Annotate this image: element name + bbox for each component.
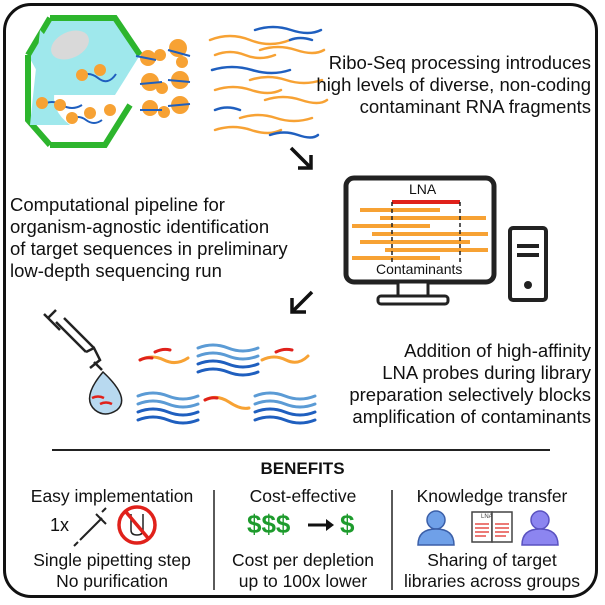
computer-illustration xyxy=(343,175,548,306)
benefit-line: Sharing of target xyxy=(427,550,557,570)
top-caption: Ribo-Seq processing introduces high leve… xyxy=(301,52,591,118)
benefit-heading-easy: Easy implementation xyxy=(30,486,194,506)
benefit-heading-knowledge: Knowledge transfer xyxy=(416,486,568,506)
top-caption-line: Ribo-Seq processing introduces xyxy=(328,52,591,73)
middle-caption-line: of target sequences in preliminary xyxy=(10,238,288,259)
benefit-line: Cost per depletion xyxy=(231,550,375,570)
person-icon-left xyxy=(417,510,455,546)
no-purification-icon xyxy=(117,505,157,545)
ribosome-cluster xyxy=(140,39,189,118)
rna-fragments-top xyxy=(208,25,329,139)
bottom-caption: Addition of high-affinity LNA probes dur… xyxy=(301,340,591,428)
lna-label: LNA xyxy=(409,181,437,197)
bottom-caption-line: preparation selectively blocks xyxy=(349,384,591,405)
top-caption-line: contaminant RNA fragments xyxy=(359,96,591,117)
benefits-title: BENEFITS xyxy=(260,459,345,478)
pipette-illustration xyxy=(43,309,103,371)
benefit-line: No purification xyxy=(56,571,168,591)
middle-caption: Computational pipeline for organism-agno… xyxy=(10,194,310,282)
dollar-to: $ xyxy=(340,509,355,539)
arrow-down-right xyxy=(289,146,313,170)
benefit-lines-knowledge: Sharing of target libraries across group… xyxy=(392,550,592,592)
dollar-from: $$$ xyxy=(247,509,291,539)
small-pipette-icon xyxy=(73,507,107,547)
person-icon-right xyxy=(521,510,559,546)
top-caption-line: high levels of diverse, non-coding xyxy=(316,74,591,95)
arrow-down-left xyxy=(290,290,314,314)
middle-caption-line: Computational pipeline for xyxy=(10,194,225,215)
contaminants-label: Contaminants xyxy=(376,261,463,277)
bottom-caption-line: amplification of contaminants xyxy=(352,406,591,427)
middle-caption-line: low-depth sequencing run xyxy=(10,260,222,281)
arrow-right-icon xyxy=(308,519,334,531)
benefit-line: Single pipetting step xyxy=(33,550,191,570)
benefit-line: up to 100x lower xyxy=(238,571,368,591)
bottom-caption-line: Addition of high-affinity xyxy=(404,340,591,361)
multiplier-label: 1x xyxy=(50,515,70,535)
benefit-line: libraries across groups xyxy=(403,571,581,591)
cell-illustration xyxy=(25,15,143,148)
droplet-illustration xyxy=(88,370,123,415)
book-label: LNA xyxy=(481,514,493,520)
middle-caption-line: organism-agnostic identification xyxy=(10,216,270,237)
library-fragments xyxy=(136,343,317,425)
benefit-lines-easy: Single pipetting step No purification xyxy=(14,550,210,592)
book-icon xyxy=(471,511,513,543)
figure-frame xyxy=(3,3,598,598)
benefit-lines-cost: Cost per depletion up to 100x lower xyxy=(214,550,392,592)
benefit-heading-cost: Cost-effective xyxy=(249,486,357,506)
bottom-caption-line: LNA probes during library xyxy=(382,362,591,383)
